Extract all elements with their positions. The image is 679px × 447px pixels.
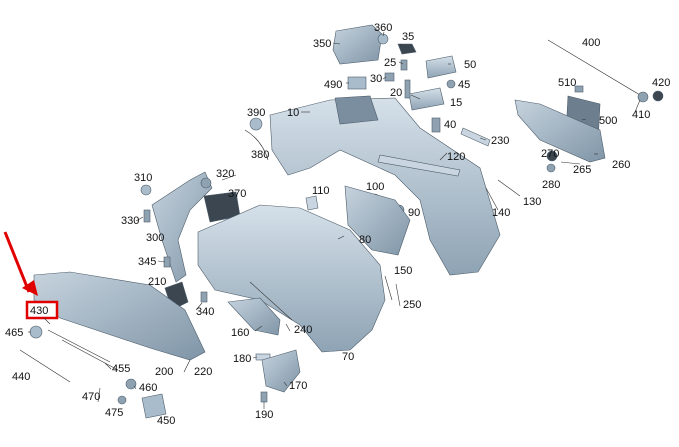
highlight-arrow-head	[22, 280, 38, 296]
label-460: 460	[139, 382, 157, 394]
label-240: 240	[294, 324, 312, 336]
callout-labels: 360 350 35 25 50 490 30 45 20 15 10 390 …	[5, 22, 670, 427]
label-500: 500	[599, 115, 617, 127]
label-440: 440	[12, 371, 30, 383]
label-110: 110	[312, 185, 330, 197]
label-15: 15	[450, 97, 462, 109]
label-80: 80	[359, 234, 371, 246]
label-300: 300	[146, 232, 164, 244]
label-100: 100	[366, 181, 384, 193]
label-30: 30	[370, 73, 382, 85]
label-270: 270	[541, 148, 559, 160]
label-465: 465	[5, 327, 23, 339]
leader-lines	[28, 31, 641, 409]
label-265: 265	[573, 164, 591, 176]
label-400: 400	[582, 37, 600, 49]
label-360: 360	[374, 22, 392, 34]
label-10: 10	[287, 107, 299, 119]
label-490: 490	[324, 79, 342, 91]
label-210: 210	[148, 276, 166, 288]
label-340: 340	[196, 306, 214, 318]
label-220: 220	[194, 366, 212, 378]
label-380: 380	[251, 149, 269, 161]
label-430: 430	[30, 305, 48, 317]
label-370: 370	[228, 188, 246, 200]
label-475: 475	[105, 407, 123, 419]
label-25: 25	[384, 57, 396, 69]
label-350: 350	[313, 38, 331, 50]
label-470: 470	[82, 391, 100, 403]
label-20: 20	[390, 87, 402, 99]
label-70: 70	[342, 351, 354, 363]
label-320: 320	[216, 168, 234, 180]
label-260: 260	[612, 159, 630, 171]
label-310: 310	[134, 172, 152, 184]
label-40: 40	[444, 119, 456, 131]
label-250: 250	[403, 299, 421, 311]
highlight-arrow-shaft	[3, 231, 31, 293]
label-410: 410	[632, 109, 650, 121]
label-150: 150	[394, 265, 412, 277]
label-420: 420	[652, 77, 670, 89]
highlight-box	[25, 300, 59, 320]
label-50: 50	[464, 59, 476, 71]
label-140: 140	[492, 207, 510, 219]
label-90: 90	[408, 207, 420, 219]
label-35: 35	[402, 31, 414, 43]
label-190: 190	[255, 409, 273, 421]
label-510: 510	[558, 77, 576, 89]
label-180: 180	[233, 353, 251, 365]
label-120: 120	[447, 151, 465, 163]
label-330: 330	[121, 215, 139, 227]
label-280: 280	[542, 179, 560, 191]
label-130: 130	[523, 196, 541, 208]
part-shapes	[19, 24, 664, 419]
highlight-callout: 430	[3, 231, 59, 325]
label-170: 170	[289, 380, 307, 392]
label-390: 390	[247, 107, 265, 119]
label-455: 455	[112, 363, 130, 375]
label-450: 450	[157, 415, 175, 427]
label-160: 160	[231, 327, 249, 339]
label-45: 45	[458, 79, 470, 91]
label-345: 345	[138, 256, 156, 268]
label-200: 200	[155, 366, 173, 378]
label-230: 230	[491, 135, 509, 147]
